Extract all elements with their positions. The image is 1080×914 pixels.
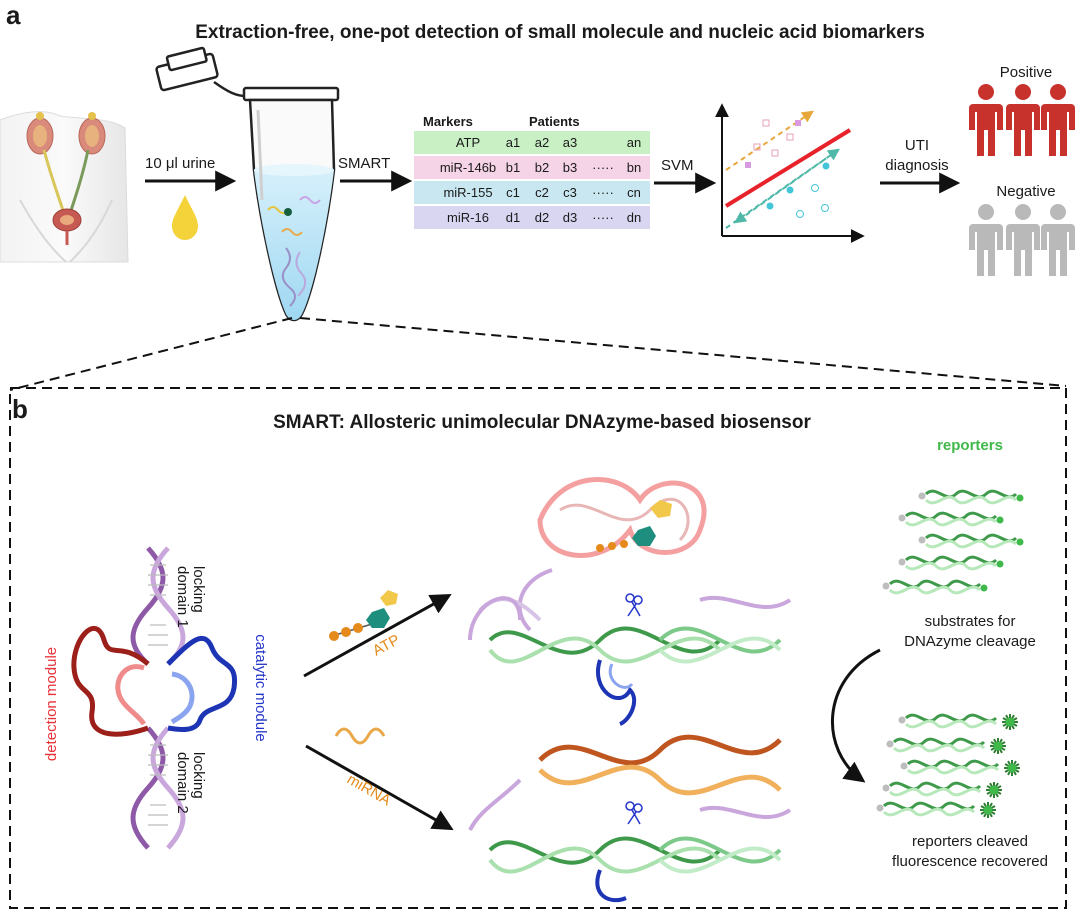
table-cell-cn: an bbox=[627, 135, 641, 150]
reporter-strand bbox=[886, 737, 1006, 754]
table-cell-c2: d2 bbox=[535, 210, 549, 225]
cleaved-reporters bbox=[876, 713, 1020, 818]
table-row bbox=[414, 131, 650, 154]
table-cell-cn: cn bbox=[627, 185, 641, 200]
table-cell-marker: miR-155 bbox=[443, 185, 492, 200]
uti-label-line1: UTI bbox=[905, 137, 929, 154]
table-cell-c1: b1 bbox=[506, 160, 520, 175]
scissors-icon bbox=[625, 593, 643, 617]
positive-label: Positive bbox=[1000, 64, 1053, 81]
marker-table: Markers Patients ATP a1 a2 a3 an miR-146b b1 b2… bbox=[414, 114, 650, 229]
table-cell-c3: d3 bbox=[563, 210, 577, 225]
panel-b-title: SMART: Allosteric unimolecular DNAzyme-b… bbox=[273, 412, 811, 433]
locking-domain-1-line1: locking bbox=[190, 566, 207, 613]
locking-domain-1-line2: domain 1 bbox=[174, 566, 191, 628]
locking-domain-2-line1: locking bbox=[190, 752, 207, 799]
test-tube-icon bbox=[155, 46, 340, 322]
table-cell-dots: ····· bbox=[592, 160, 614, 175]
svm-hyperplane bbox=[724, 128, 852, 208]
dnazyme-structure bbox=[71, 546, 238, 850]
table-cell-c3: c3 bbox=[563, 185, 577, 200]
table-header-markers: Markers bbox=[423, 114, 473, 129]
mirna-strand-icon bbox=[334, 727, 386, 745]
mirna-label: miRNA bbox=[344, 771, 394, 809]
reporter-strand bbox=[918, 489, 1024, 505]
urinary-system-illustration bbox=[0, 111, 129, 263]
person-icon bbox=[1041, 84, 1075, 156]
positive-patients bbox=[969, 84, 1075, 156]
table-cell-marker: miR-16 bbox=[447, 210, 489, 225]
cleaved-line1: reporters cleaved bbox=[912, 833, 1028, 850]
table-cell-marker: miR-146b bbox=[440, 160, 496, 175]
fluorophore-icon bbox=[1002, 714, 1018, 730]
mirna-arrow bbox=[305, 744, 454, 831]
table-cell-dots: ····· bbox=[592, 210, 614, 225]
reporters-label: reporters bbox=[937, 437, 1003, 454]
table-row bbox=[414, 181, 650, 204]
table-cell-marker: ATP bbox=[456, 135, 480, 150]
fluorophore-icon bbox=[1004, 760, 1020, 776]
table-cell-dots: ····· bbox=[592, 185, 614, 200]
zoom-line-left bbox=[9, 317, 293, 391]
reporter-strand bbox=[900, 759, 1020, 776]
scissors-icon bbox=[625, 801, 643, 825]
negative-patients bbox=[969, 204, 1075, 276]
cleaved-line2: fluorescence recovered bbox=[892, 853, 1048, 870]
mirna-bound-active-dnazyme bbox=[468, 734, 792, 903]
panel-b-letter: b bbox=[12, 394, 28, 424]
table-cell-cn: dn bbox=[627, 210, 641, 225]
table-cell-c3: b3 bbox=[563, 160, 577, 175]
reporter-strand bbox=[918, 533, 1024, 549]
negative-label: Negative bbox=[996, 183, 1055, 200]
atp-arrow bbox=[303, 593, 452, 678]
reporter-substrates bbox=[882, 489, 1024, 595]
urine-label: 10 μl urine bbox=[145, 155, 215, 172]
catalytic-module-label: catalytic module bbox=[252, 634, 269, 742]
fluorophore-icon bbox=[986, 782, 1002, 798]
person-icon bbox=[969, 84, 1003, 156]
uti-label-line2: diagnosis bbox=[885, 157, 948, 174]
table-cell-c1: d1 bbox=[506, 210, 520, 225]
locking-domain-2-line2: domain 2 bbox=[174, 752, 191, 814]
smart-label: SMART bbox=[338, 155, 390, 172]
person-icon bbox=[1006, 84, 1040, 156]
fluorophore-icon bbox=[980, 802, 996, 818]
reporter-strand bbox=[898, 511, 1004, 527]
table-row bbox=[414, 156, 650, 179]
table-row bbox=[414, 206, 650, 229]
fluorophore-icon bbox=[990, 738, 1006, 754]
table-cell-c1: c1 bbox=[506, 185, 520, 200]
panel-a-title: Extraction-free, one-pot detection of sm… bbox=[195, 22, 925, 43]
table-cell-c1: a1 bbox=[506, 135, 520, 150]
table-header-patients: Patients bbox=[529, 114, 580, 129]
person-icon bbox=[969, 204, 1003, 276]
reporter-strand bbox=[898, 555, 1004, 571]
table-cell-c2: b2 bbox=[535, 160, 549, 175]
panel-a-letter: a bbox=[6, 0, 21, 30]
svm-label: SVM bbox=[661, 157, 694, 174]
substrates-line2: DNAzyme cleavage bbox=[904, 633, 1036, 650]
reporter-strand bbox=[898, 713, 1018, 730]
substrates-line1: substrates for bbox=[925, 613, 1016, 630]
reporter-strand bbox=[882, 781, 1002, 798]
detection-module-label: detection module bbox=[43, 647, 60, 761]
urine-drop-icon bbox=[172, 195, 198, 240]
panel-b-frame bbox=[9, 387, 1067, 909]
reporter-strand bbox=[876, 801, 996, 818]
atp-bound-active-dnazyme bbox=[468, 477, 792, 726]
cleavage-arrow bbox=[831, 648, 881, 783]
svm-plot-illustration bbox=[715, 103, 865, 243]
zoom-line-right bbox=[299, 317, 1067, 387]
table-cell-cn: bn bbox=[627, 160, 641, 175]
reporter-strand bbox=[882, 579, 988, 595]
table-cell-c2: a2 bbox=[535, 135, 549, 150]
person-icon bbox=[1041, 204, 1075, 276]
person-icon bbox=[1006, 204, 1040, 276]
table-cell-c2: c2 bbox=[535, 185, 549, 200]
table-cell-c3: a3 bbox=[563, 135, 577, 150]
atp-molecule-icon bbox=[329, 590, 398, 641]
